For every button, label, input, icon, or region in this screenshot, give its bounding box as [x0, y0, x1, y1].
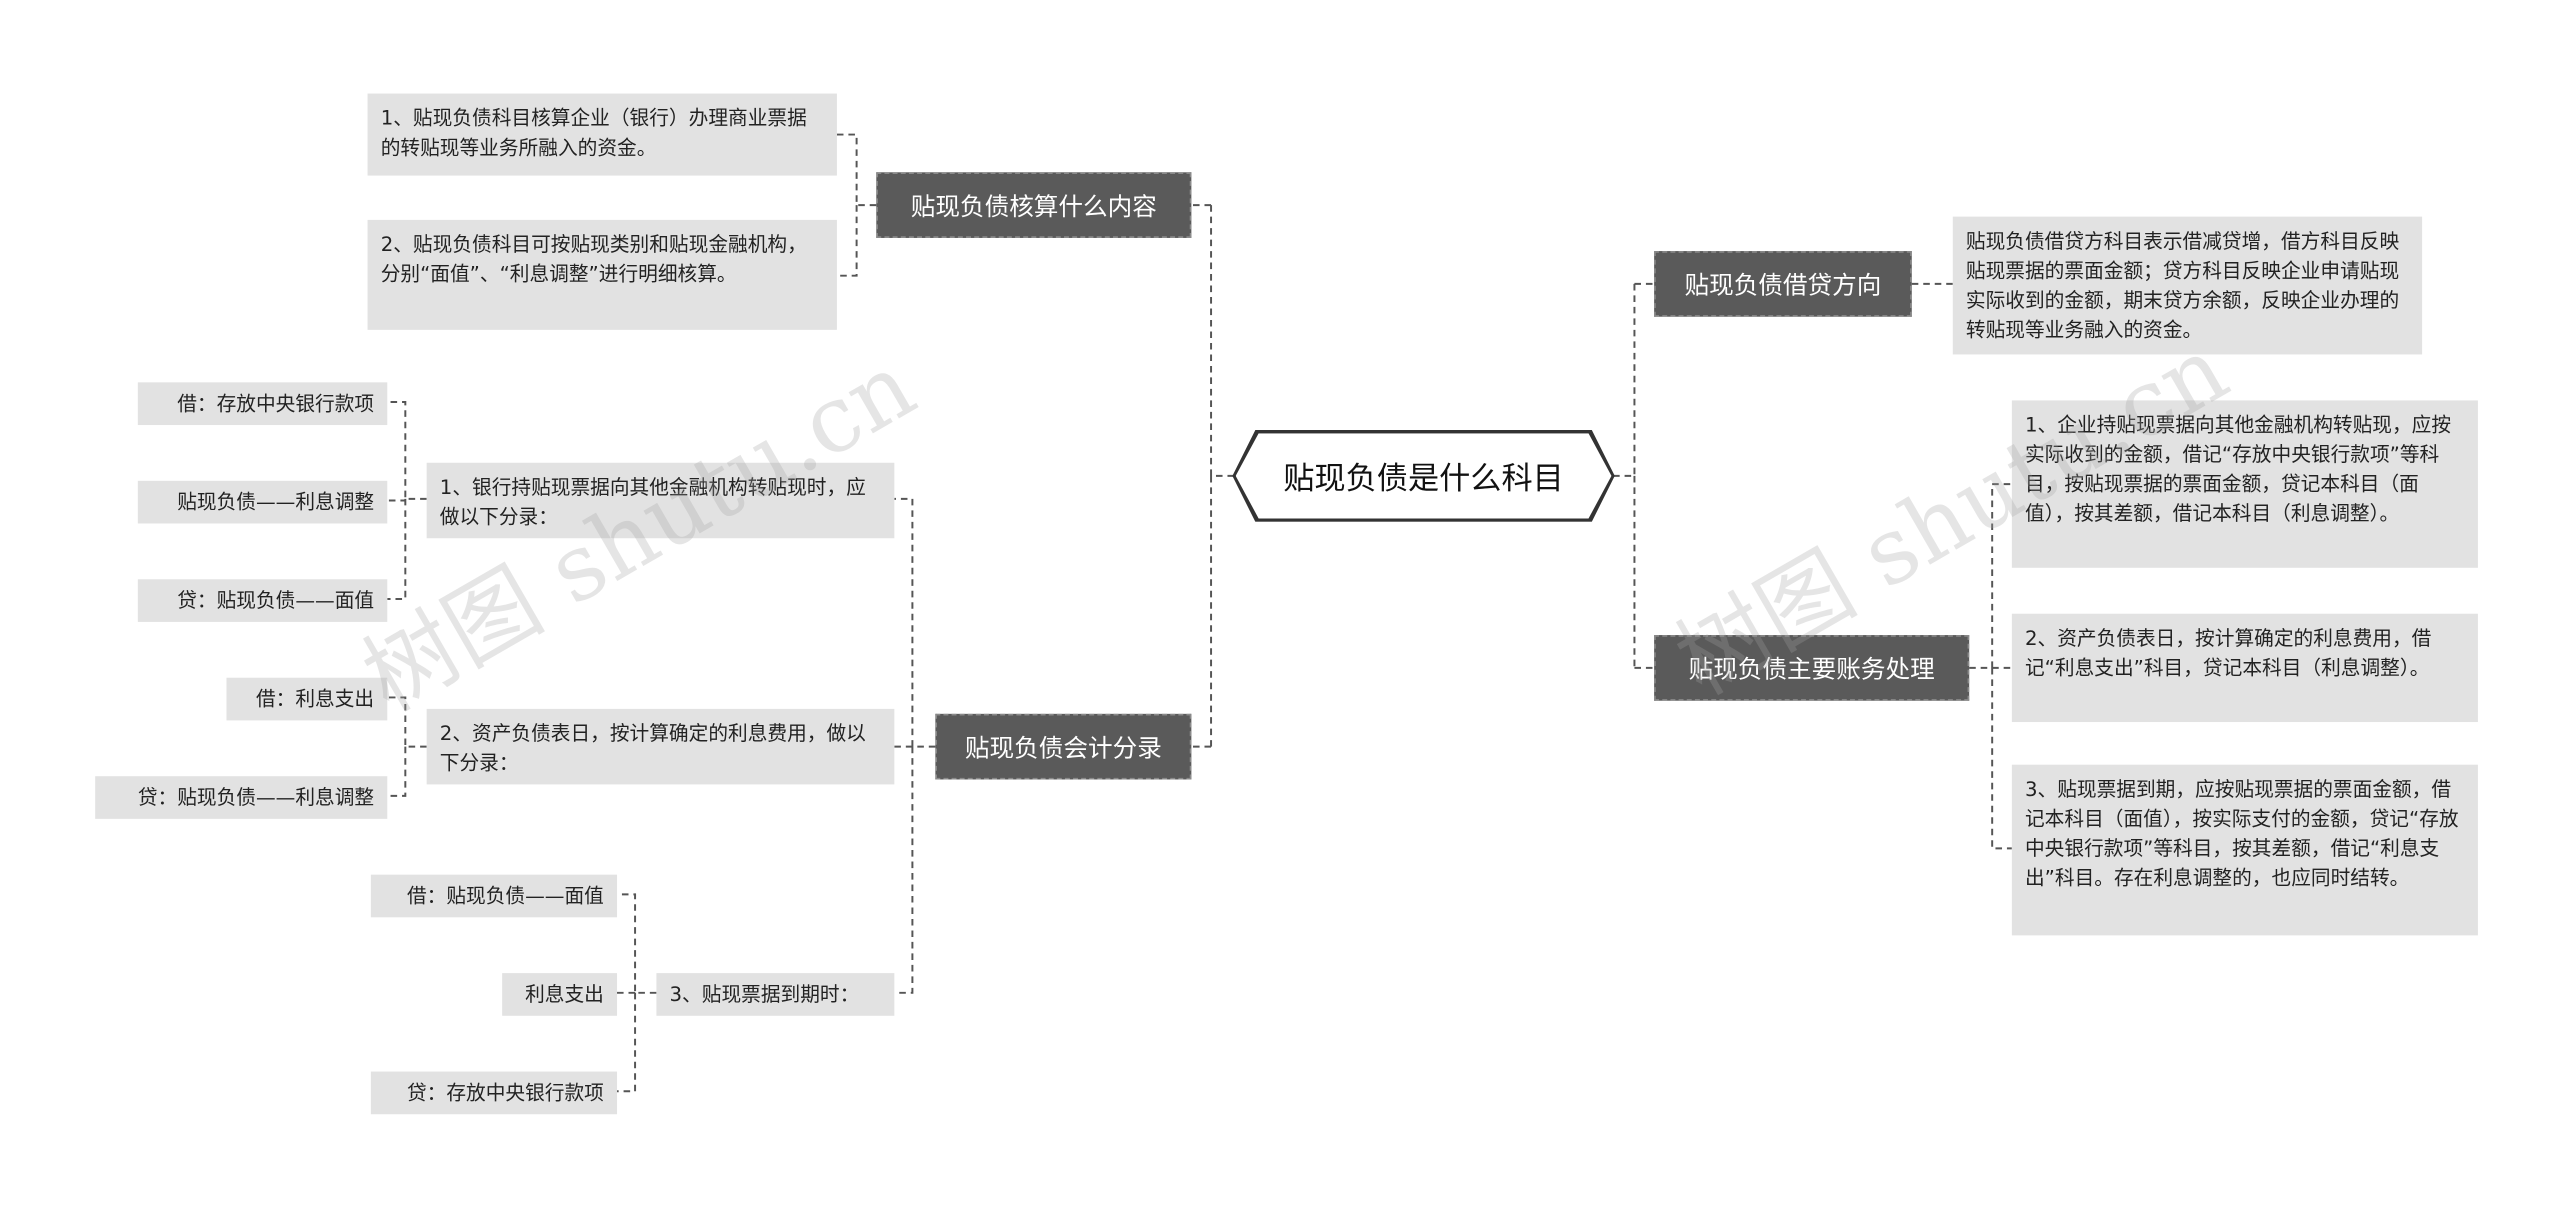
link-processing-leaves [1969, 483, 2012, 850]
link-content-leaves [836, 133, 877, 277]
item2-child-2: 贷：贴现负债——利息调整 [95, 776, 388, 819]
branch-processing[interactable]: 贴现负债主要账务处理 [1654, 635, 1970, 701]
link-item2-children [387, 696, 427, 797]
processing-leaf-2: 2、资产负债表日，按计算确定的利息费用，借记“利息支出”科目，贷记本科目（利息调… [2011, 613, 2478, 723]
link-item3-children [617, 893, 657, 1093]
item3-child-1: 借：贴现负债——面值 [370, 874, 618, 918]
branch-entries[interactable]: 贴现负债会计分录 [935, 713, 1192, 780]
item3-child-2: 利息支出 [502, 973, 618, 1016]
processing-leaf-3: 3、贴现票据到期，应按贴现票据的票面金额，借记本科目（面值），按实际支付的金额，… [2011, 764, 2478, 936]
entries-item-1: 1、银行持贴现票据向其他金融机构转贴现时，应做以下分录： [426, 462, 895, 539]
branch-direction-label: 贴现负债借贷方向 [1684, 269, 1882, 300]
branch-direction[interactable]: 贴现负债借贷方向 [1654, 251, 1912, 317]
link-root-right [1613, 283, 1636, 668]
root-title: 贴现负债是什么科目 [1283, 460, 1564, 497]
link-item1-children [387, 401, 427, 600]
item2-child-1: 借：利息支出 [226, 677, 388, 721]
branch-content[interactable]: 贴现负债核算什么内容 [876, 172, 1192, 238]
item1-child-3: 贷：贴现负债——面值 [137, 579, 388, 622]
entries-item-2: 2、资产负债表日，按计算确定的利息费用，做以下分录： [426, 708, 895, 785]
branch-content-label: 贴现负债核算什么内容 [910, 191, 1157, 221]
item1-child-1: 借：存放中央银行款项 [137, 382, 388, 426]
branch-entries-label: 贴现负债会计分录 [964, 732, 1162, 763]
branch-processing-label: 贴现负债主要账务处理 [1688, 653, 1935, 684]
root-node: 贴现负债是什么科目 [1236, 433, 1612, 518]
content-leaf-2: 2、贴现负债科目可按贴现类别和贴现金融机构，分别“面值”、“利息调整”进行明细核… [367, 219, 837, 330]
item1-child-2: 贴现负债——利息调整 [137, 480, 388, 524]
direction-leaf: 贴现负债借贷方科目表示借减贷增，借方科目反映贴现票据的票面金额；贷方科目反映企业… [1952, 216, 2423, 355]
content-leaf-1: 1、贴现负债科目核算企业（银行）办理商业票据的转贴现等业务所融入的资金。 [367, 93, 837, 176]
link-entries-items [894, 497, 936, 994]
entries-item-3: 3、贴现票据到期时： [656, 973, 895, 1016]
processing-leaf-1: 1、企业持贴现票据向其他金融机构转贴现，应按实际收到的金额，借记“存放中央银行款… [2011, 400, 2478, 568]
item3-child-3: 贷：存放中央银行款项 [370, 1071, 618, 1115]
link-root-left [1210, 205, 1235, 747]
